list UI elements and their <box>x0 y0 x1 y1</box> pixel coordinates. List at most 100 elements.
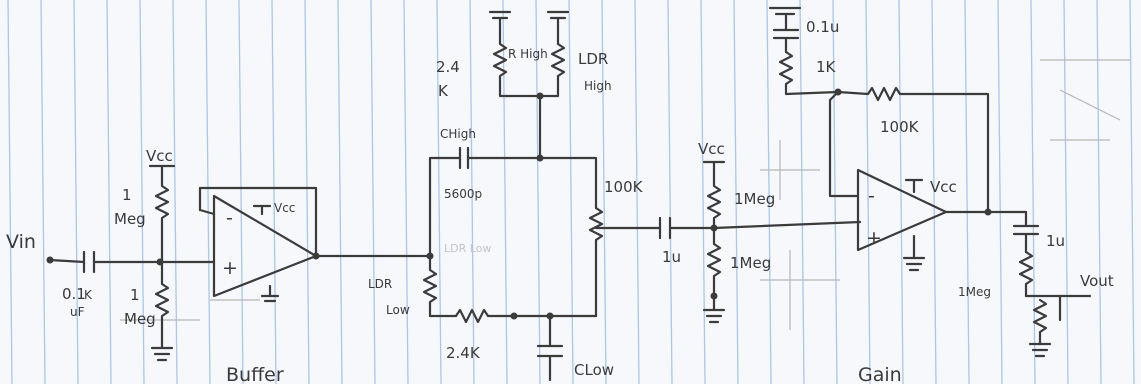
ruling-line <box>502 0 508 384</box>
buffer-opamp <box>198 186 432 303</box>
buffer-label: Buffer <box>226 364 284 384</box>
gain-minus-sign: - <box>868 185 875 207</box>
ruling-line <box>7 0 13 384</box>
coupling-cap-value: 1u <box>662 248 681 266</box>
coupling-vcc-label: Vcc <box>698 140 725 158</box>
bias-divider <box>148 164 176 362</box>
gain-feedback-resistor <box>836 86 990 214</box>
output-capacitor <box>1012 210 1040 254</box>
r-high-unit: K <box>438 82 449 100</box>
resistor-r-low <box>428 308 598 324</box>
ruling-line <box>337 0 343 384</box>
gain-capacitor <box>772 12 800 54</box>
coupling-capacitor <box>658 216 672 240</box>
gain-ground-icon <box>768 6 802 16</box>
ruling-line <box>535 0 541 384</box>
coupling-bottom-value: 1Meg <box>730 254 771 272</box>
r-high-tag: R High <box>508 47 548 61</box>
ruling-line <box>568 0 574 384</box>
ruling-line <box>667 0 673 384</box>
c-low-label: CLow <box>574 361 614 379</box>
input-cap-k-label: K <box>84 288 93 302</box>
gain-stage <box>768 6 1028 272</box>
buffer-vcc-label: Vcc <box>274 201 295 215</box>
coupling-bottom-resistor <box>706 226 722 298</box>
ruling-line <box>700 0 706 384</box>
gain-plus-sign: + <box>866 227 882 249</box>
bias-bottom-unit: Meg <box>124 310 156 328</box>
output-r-value: 1Meg <box>958 285 991 299</box>
ruling-line <box>40 0 46 384</box>
capacitor-c-low <box>536 314 564 382</box>
ruling-line <box>601 0 607 384</box>
bleed-through <box>120 59 1130 330</box>
input-stage <box>46 250 216 274</box>
ruling-line <box>436 0 442 384</box>
ruling-line <box>865 0 871 384</box>
gain-opamp-ground-icon <box>902 234 926 272</box>
ruling-line <box>898 0 904 384</box>
output-cap-value: 1u <box>1046 232 1065 250</box>
coupling-ground-icon <box>702 294 726 324</box>
ruling-line <box>73 0 79 384</box>
c-high-label: CHigh <box>440 127 476 141</box>
ldr-low <box>422 254 438 318</box>
buffer-plus-sign: + <box>222 257 238 279</box>
ruling-line <box>238 0 244 384</box>
ruling-line <box>304 0 310 384</box>
input-cap-unit: uF <box>70 305 85 319</box>
coupling-stage <box>658 160 862 324</box>
resistor-100k <box>588 206 604 318</box>
ruling-line <box>931 0 937 384</box>
buffer-ground-icon <box>260 284 280 303</box>
ruling-line <box>172 0 178 384</box>
output-stage <box>1012 210 1092 358</box>
gain-vcc-label: Vcc <box>930 178 957 196</box>
ruling-line <box>403 0 409 384</box>
ldr-low-tag: Low <box>386 303 410 317</box>
gain-ground-resistor <box>778 50 840 96</box>
ldr-high-label: LDR <box>578 50 608 68</box>
ruling-line <box>997 0 1003 384</box>
bias-bottom-value: 1 <box>130 286 140 304</box>
output-ground-icon <box>1028 342 1052 358</box>
ground-icon-rhigh <box>488 10 512 36</box>
resistor-r-high <box>492 32 542 98</box>
output-resistor <box>1032 298 1048 346</box>
coupling-top-value: 1Meg <box>734 190 775 208</box>
ruling-line <box>205 0 211 384</box>
ruling-line <box>799 0 805 384</box>
ruling-line <box>1129 0 1135 384</box>
ruling-line <box>1096 0 1102 384</box>
bias-top-unit: Meg <box>114 210 146 228</box>
ruling-line <box>469 0 475 384</box>
ruling-line <box>832 0 838 384</box>
bias-ground-icon <box>150 346 174 362</box>
gain-opamp-symbol <box>856 168 948 252</box>
ruling-line <box>370 0 376 384</box>
buffer-minus-sign: - <box>226 207 233 229</box>
input-coupling-capacitor <box>82 250 96 274</box>
r-low-value: 2.4K <box>446 344 481 362</box>
ruling-line <box>733 0 739 384</box>
coupling-top-resistor <box>702 160 726 230</box>
ldr-low-ghost-label: LDR Low <box>444 242 491 255</box>
input-cap-value: 0.1 <box>62 285 86 303</box>
r-high-value: 2.4 <box>436 58 460 76</box>
ruling-line <box>766 0 772 384</box>
ruling-line <box>634 0 640 384</box>
ground-icon-ldrhigh <box>546 10 570 36</box>
ldr-low-label: LDR <box>368 277 392 291</box>
notebook-ruling <box>7 0 1135 384</box>
ldr-high-tag: High <box>584 79 612 93</box>
r-100k-value: 100K <box>604 178 644 196</box>
filter-network <box>422 10 662 382</box>
gain-r-fb-value: 100K <box>880 118 920 136</box>
gain-r-gnd-value: 1K <box>816 58 837 76</box>
ruling-line <box>964 0 970 384</box>
ruling-line <box>106 0 112 384</box>
c-high-value: 5600p <box>444 187 482 201</box>
capacitor-c-high <box>458 146 470 170</box>
bias-top-value: 1 <box>122 186 132 204</box>
